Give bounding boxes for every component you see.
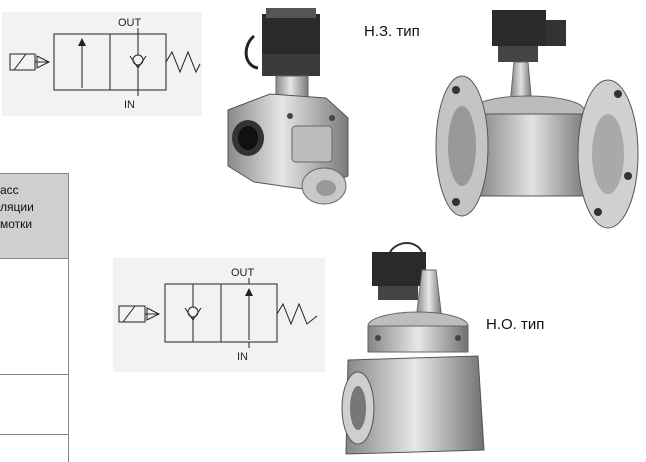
nc-type-label: Н.З. тип: [364, 23, 420, 40]
table-header-cell: асс ляции мотки: [0, 173, 69, 259]
nc-valve-symbol-drawing: OUT IN: [9, 17, 201, 111]
solenoid-valve-threaded-icon: [227, 8, 349, 205]
nc-in-label: IN: [124, 99, 135, 111]
table-header-line-3: мотки: [0, 217, 33, 231]
table-cell-1: [0, 259, 69, 375]
no-valve-symbol-drawing: OUT IN: [118, 267, 318, 363]
nc-valve-symbol: OUT IN: [2, 12, 202, 116]
solenoid-valve-flanged-icon: [435, 10, 639, 229]
valve-photo-no: [338, 240, 488, 462]
table-cell-2: [0, 375, 69, 435]
solenoid-valve-normally-open-icon: [341, 242, 485, 455]
no-valve-symbol: OUT IN: [113, 258, 325, 372]
no-type-label: Н.О. тип: [486, 316, 545, 333]
valve-photo-nc-flanged: [432, 6, 646, 232]
nc-out-label: OUT: [118, 17, 142, 29]
valve-photo-nc-threaded: [214, 6, 364, 216]
table-header-line-1: асс: [0, 183, 19, 197]
table-header-line-2: ляции: [0, 200, 34, 214]
no-in-label: IN: [237, 351, 248, 363]
table-cell-3: [0, 435, 69, 462]
no-out-label: OUT: [231, 267, 255, 279]
